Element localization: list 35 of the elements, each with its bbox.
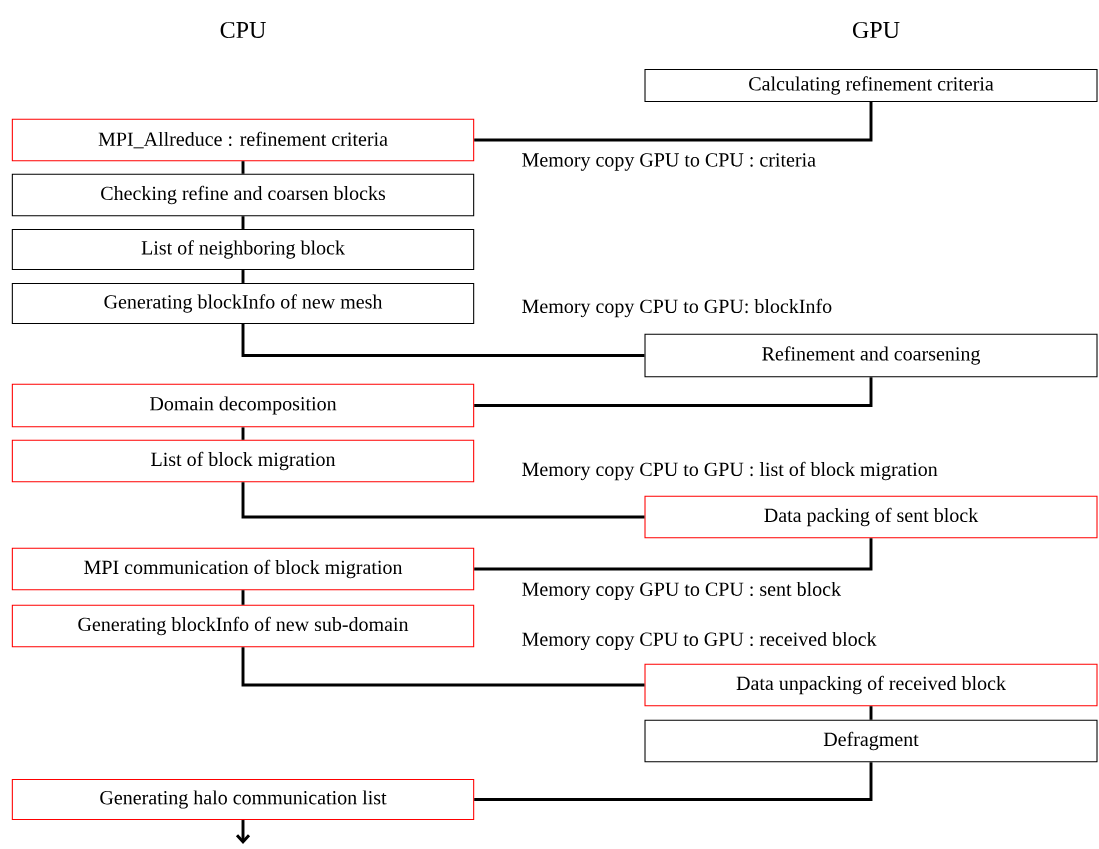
process-box: Calculating refinement criteria bbox=[644, 68, 1098, 103]
process-box: Generating halo communication list bbox=[11, 778, 475, 821]
connector-line bbox=[241, 216, 245, 229]
connector-line bbox=[241, 590, 245, 605]
connector-line bbox=[235, 820, 251, 844]
process-box: MPI communication of block migration bbox=[11, 547, 475, 591]
process-box: Data unpacking of received block bbox=[644, 663, 1098, 707]
column-title: GPU bbox=[853, 21, 900, 39]
column-title: CPU bbox=[220, 21, 266, 39]
process-box: Refinement and coarsening bbox=[644, 333, 1098, 378]
connector-line bbox=[474, 538, 873, 571]
connector-line bbox=[474, 102, 873, 142]
process-box: Generating blockInfo of new mesh bbox=[11, 282, 475, 325]
process-box: List of block migration bbox=[11, 439, 475, 483]
edge-label: Memory copy GPU to CPU : criteria bbox=[520, 151, 818, 173]
process-box: Defragment bbox=[644, 719, 1098, 763]
connector-line bbox=[241, 324, 645, 357]
process-box: Domain decomposition bbox=[11, 383, 475, 428]
edge-label: Memory copy CPU to GPU : received block bbox=[520, 630, 878, 652]
connector-line bbox=[241, 270, 245, 283]
edge-label: Memory copy CPU to GPU: blockInfo bbox=[520, 297, 834, 319]
connector-line bbox=[241, 647, 645, 687]
process-box: List of neighboring block bbox=[11, 228, 475, 271]
connector-line bbox=[474, 377, 873, 407]
edge-label: Memory copy CPU to GPU : list of block migration bbox=[520, 460, 940, 482]
connector-line bbox=[241, 482, 645, 519]
process-box: Generating blockInfo of new sub-domain bbox=[11, 604, 475, 648]
connector-line bbox=[241, 427, 245, 440]
process-box: Data packing of sent block bbox=[644, 495, 1098, 539]
process-box: MPI_Allreduce : refinement criteria bbox=[11, 118, 475, 162]
connector-line bbox=[474, 762, 873, 801]
edge-label: Memory copy GPU to CPU : sent block bbox=[520, 580, 843, 602]
process-box: Checking refine and coarsen blocks bbox=[11, 173, 475, 217]
connector-line bbox=[241, 161, 245, 174]
connector-line bbox=[869, 706, 873, 720]
